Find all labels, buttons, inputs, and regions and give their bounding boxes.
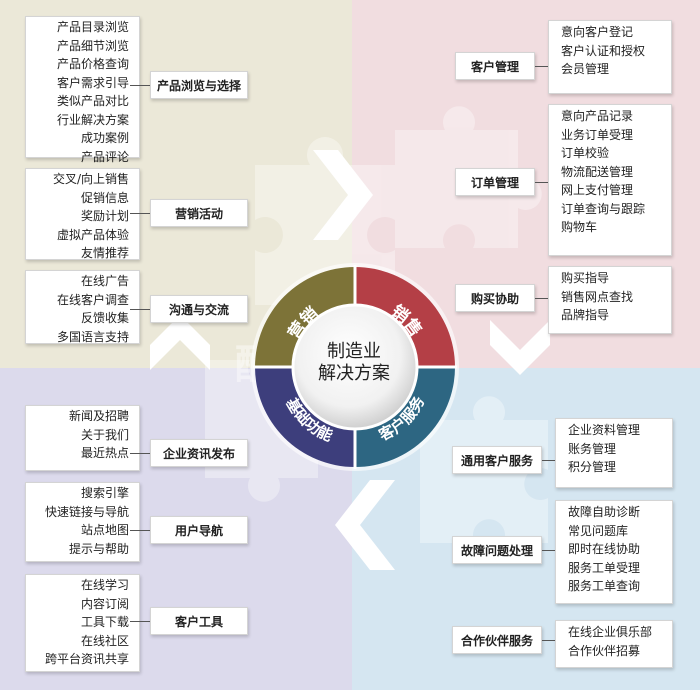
center-title-line1: 制造业	[327, 341, 381, 362]
center-title: 制造业 解决方案	[307, 341, 401, 385]
connector-line	[542, 640, 556, 641]
partner-service-label[interactable]: 合作伙伴服务	[452, 626, 542, 654]
list-item[interactable]: 促销信息	[80, 190, 129, 205]
product-browse-list: 产品目录浏览 产品细节浏览 产品价格查询 客户需求引导 类似产品对比 行业解决方…	[25, 16, 140, 164]
communication-label[interactable]: 沟通与交流	[150, 295, 248, 323]
connector-line	[130, 530, 150, 531]
company-news-label[interactable]: 企业资讯发布	[150, 439, 248, 467]
list-item[interactable]: 合作伙伴招募	[568, 643, 641, 658]
list-item[interactable]: 订单校验	[561, 146, 610, 160]
list-item[interactable]: 快速链接与导航	[44, 504, 129, 519]
list-item[interactable]: 产品评论	[80, 149, 129, 164]
connector-line	[130, 85, 150, 86]
list-item[interactable]: 跨平台资讯共享	[44, 652, 129, 666]
list-item[interactable]: 网上支付管理	[561, 183, 634, 197]
list-item[interactable]: 在线客户调查	[56, 292, 129, 307]
list-item[interactable]: 在线广告	[80, 274, 129, 288]
order-management-label[interactable]: 订单管理	[455, 168, 535, 196]
connector-line	[535, 66, 549, 67]
list-item[interactable]: 搜索引擎	[80, 486, 129, 500]
customer-management-list: 意向客户登记 客户认证和授权 会员管理	[548, 20, 672, 94]
list-item[interactable]: 即时在线协助	[568, 542, 641, 556]
list-item[interactable]: 产品细节浏览	[56, 38, 129, 53]
ring-segment-customer-service	[355, 367, 455, 467]
order-management-list: 意向产品记录 业务订单受理 订单校验 物流配送管理 网上支付管理 订单查询与跟踪…	[548, 104, 672, 256]
list-item[interactable]: 订单查询与跟踪	[561, 201, 646, 216]
list-item[interactable]: 物流配送管理	[561, 164, 634, 179]
list-item[interactable]: 产品价格查询	[56, 57, 129, 71]
user-navigation-list: 搜索引擎 快速链接与导航 站点地图 提示与帮助	[25, 482, 140, 562]
purchase-assistance-list: 购买指导 销售网点查找 品牌指导	[548, 266, 672, 334]
connector-line	[535, 298, 549, 299]
list-item[interactable]: 意向产品记录	[561, 109, 634, 123]
company-news-list: 新闻及招聘 关于我们 最近热点	[25, 405, 140, 471]
list-item[interactable]: 故障自助诊断	[568, 505, 641, 519]
customer-management-label[interactable]: 客户管理	[455, 52, 535, 80]
ring-segment-sales	[355, 267, 455, 367]
list-item[interactable]: 积分管理	[568, 460, 617, 474]
ring-segment-infrastructure	[255, 367, 355, 467]
connector-line	[535, 182, 549, 183]
list-item[interactable]: 最近热点	[80, 446, 129, 460]
customer-tools-label[interactable]: 客户工具	[150, 607, 248, 635]
list-item[interactable]: 业务订单受理	[561, 127, 634, 142]
customer-tools-list: 在线学习 内容订阅 工具下载 在线社区 跨平台资讯共享	[25, 574, 140, 672]
connector-line	[130, 309, 150, 310]
solution-ring: 营销 销售 基础功能 客户服务	[251, 263, 459, 471]
list-item[interactable]: 会员管理	[561, 62, 610, 76]
marketing-activities-list: 交叉/向上销售 促销信息 奖励计划 虚拟产品体验 友情推荐	[25, 168, 140, 260]
list-item[interactable]: 意向客户登记	[561, 25, 634, 39]
partner-service-list: 在线企业俱乐部 合作伙伴招募	[555, 620, 673, 668]
list-item[interactable]: 产品目录浏览	[56, 20, 129, 34]
user-navigation-label[interactable]: 用户导航	[150, 516, 248, 544]
list-item[interactable]: 企业资料管理	[568, 423, 641, 437]
list-item[interactable]: 客户需求引导	[56, 75, 129, 90]
list-item[interactable]: 站点地图	[80, 523, 129, 537]
list-item[interactable]: 友情推荐	[80, 246, 129, 260]
list-item[interactable]: 在线社区	[80, 633, 129, 648]
list-item[interactable]: 提示与帮助	[68, 541, 129, 556]
list-item[interactable]: 账务管理	[568, 441, 617, 456]
list-item[interactable]: 成功案例	[80, 131, 129, 145]
fault-handling-label[interactable]: 故障问题处理	[452, 536, 542, 564]
connector-line	[542, 460, 556, 461]
list-item[interactable]: 购买指导	[561, 271, 610, 285]
product-browse-label[interactable]: 产品浏览与选择	[150, 71, 248, 99]
list-item[interactable]: 新闻及招聘	[68, 409, 129, 423]
list-item[interactable]: 类似产品对比	[56, 94, 129, 108]
marketing-activities-label[interactable]: 营销活动	[150, 199, 248, 227]
list-item[interactable]: 虚拟产品体验	[56, 227, 129, 242]
list-item[interactable]: 奖励计划	[80, 209, 129, 223]
fault-handling-list: 故障自助诊断 常见问题库 即时在线协助 服务工单受理 服务工单查询	[555, 500, 673, 604]
communication-list: 在线广告 在线客户调查 反馈收集 多国语言支持	[25, 270, 140, 344]
list-item[interactable]: 交叉/向上销售	[52, 172, 129, 186]
list-item[interactable]: 在线学习	[80, 578, 129, 592]
list-item[interactable]: 销售网点查找	[561, 289, 634, 304]
list-item[interactable]: 常见问题库	[568, 523, 629, 538]
list-item[interactable]: 工具下载	[80, 615, 129, 629]
connector-line	[130, 213, 150, 214]
list-item[interactable]: 客户认证和授权	[561, 43, 646, 58]
purchase-assistance-label[interactable]: 购买协助	[455, 284, 535, 312]
list-item[interactable]: 品牌指导	[561, 308, 610, 322]
connector-line	[542, 550, 556, 551]
connector-line	[130, 453, 150, 454]
list-item[interactable]: 购物车	[561, 220, 598, 234]
list-item[interactable]: 关于我们	[80, 427, 129, 442]
list-item[interactable]: 服务工单查询	[568, 579, 641, 593]
list-item[interactable]: 反馈收集	[80, 311, 129, 325]
connector-line	[130, 621, 150, 622]
list-item[interactable]: 行业解决方案	[56, 112, 129, 127]
general-customer-service-list: 企业资料管理 账务管理 积分管理	[555, 418, 673, 488]
list-item[interactable]: 内容订阅	[80, 596, 129, 611]
list-item[interactable]: 多国语言支持	[56, 329, 129, 344]
center-title-line2: 解决方案	[318, 363, 390, 384]
general-customer-service-label[interactable]: 通用客户服务	[452, 446, 542, 474]
list-item[interactable]: 服务工单受理	[568, 560, 641, 575]
ring-segment-marketing	[255, 267, 355, 367]
list-item[interactable]: 在线企业俱乐部	[568, 625, 653, 639]
